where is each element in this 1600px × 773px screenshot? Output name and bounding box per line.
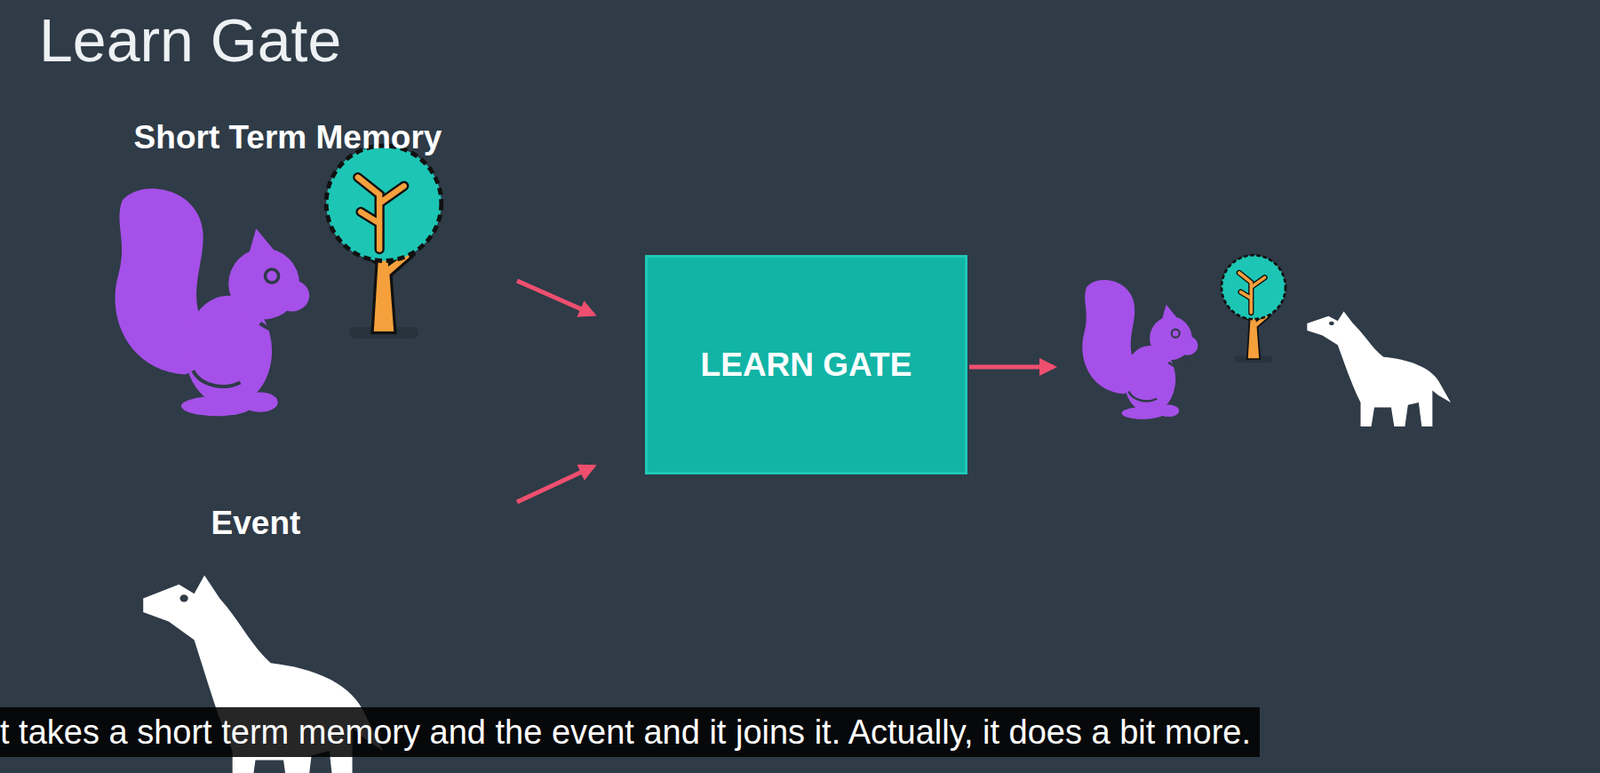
- input-label: Event: [211, 504, 302, 542]
- input-arrow: [517, 280, 594, 315]
- box-label: LEARN GATE: [700, 346, 913, 384]
- squirrel-icon: [115, 188, 311, 416]
- input-label: Short Term Memory: [134, 119, 443, 157]
- title: Learn Gate: [39, 5, 342, 75]
- tree-icon: [326, 145, 442, 339]
- squirrel-icon: [1082, 279, 1198, 420]
- subtitle-caption: t takes a short term memory and the even…: [0, 707, 1260, 757]
- gate-box: LEARN GATE: [644, 254, 968, 475]
- output-arrow: [969, 365, 1054, 370]
- tree-icon: [1221, 254, 1286, 363]
- wolf-icon: [1306, 310, 1451, 427]
- input-arrow: [517, 466, 594, 502]
